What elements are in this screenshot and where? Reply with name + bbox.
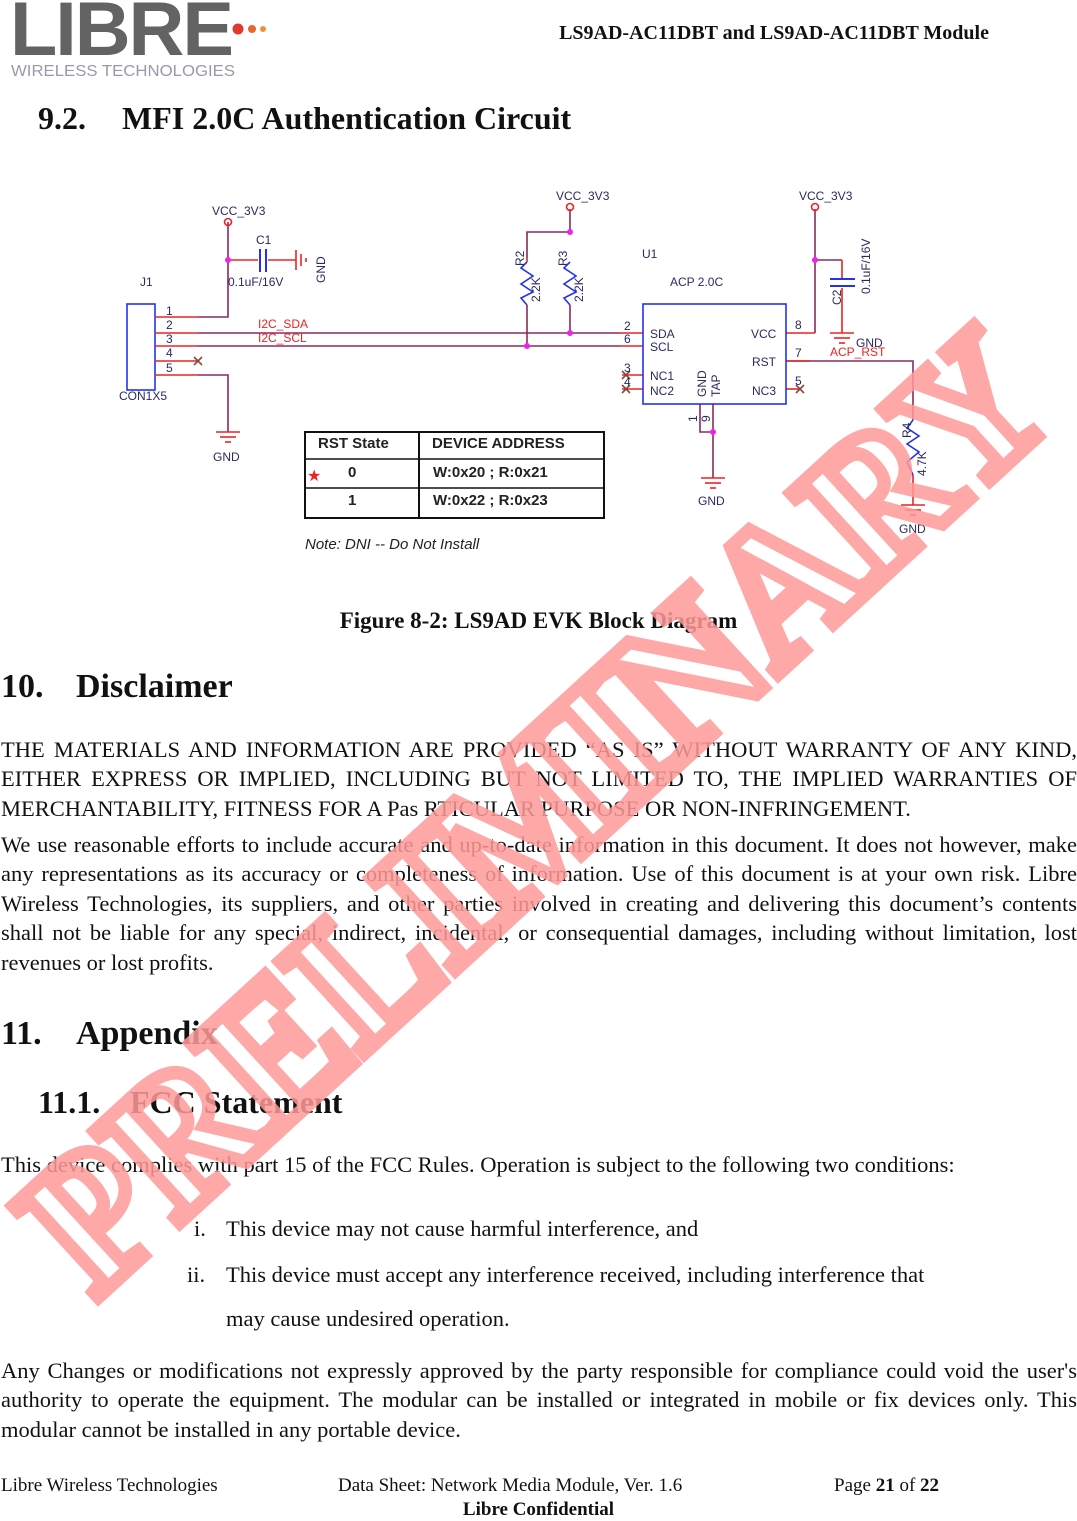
gnd-label: GND bbox=[698, 494, 725, 508]
section-number: 11. bbox=[1, 1015, 42, 1052]
pin-number: 2 bbox=[166, 318, 173, 332]
company-logo: LIBRE WIRELESS TECHNOLOGIES bbox=[10, 0, 270, 80]
gnd-label: GND bbox=[213, 450, 240, 464]
page-of: of bbox=[899, 1475, 916, 1496]
r2-value: 2.2K bbox=[529, 277, 543, 302]
list-item: This device must accept any interference… bbox=[226, 1262, 925, 1287]
r2-label: R2 bbox=[513, 250, 527, 266]
r3-label: R3 bbox=[556, 250, 570, 266]
r4-label: R4 bbox=[900, 422, 914, 438]
document-title: LS9AD-AC11DBT and LS9AD-AC11DBT Module bbox=[559, 22, 989, 44]
pin-number: 3 bbox=[624, 361, 631, 375]
pin-label: NC3 bbox=[752, 384, 776, 398]
pin-number: 2 bbox=[624, 319, 631, 333]
pin-number: 1 bbox=[166, 304, 173, 318]
table-cell: 1 bbox=[348, 492, 356, 509]
pin-number: 1 bbox=[686, 415, 700, 422]
j1-label: J1 bbox=[140, 275, 153, 289]
current-page: 21 bbox=[875, 1475, 895, 1496]
vcc-label: VCC_3V3 bbox=[556, 189, 610, 203]
pin-label: NC2 bbox=[650, 384, 674, 398]
pin-number: 4 bbox=[166, 346, 173, 360]
pin-number: 4 bbox=[624, 375, 631, 389]
gnd-label: GND bbox=[856, 336, 883, 350]
pin-label: NC1 bbox=[650, 369, 674, 383]
section-number: 10. bbox=[1, 668, 44, 705]
table-cell: 0 bbox=[348, 464, 356, 481]
figure-caption: Figure 8-2: LS9AD EVK Block Diagram bbox=[339, 608, 738, 633]
section-heading: 10. Disclaimer bbox=[1, 668, 233, 706]
list-marker: i. bbox=[194, 1216, 206, 1241]
list-marker: ii. bbox=[187, 1262, 206, 1287]
table-header: DEVICE ADDRESS bbox=[432, 435, 565, 452]
section-title: Appendix bbox=[76, 1015, 218, 1052]
net-label-sda: I2C_SDA bbox=[258, 317, 308, 331]
pin-label: RST bbox=[752, 355, 777, 369]
table-header: RST State bbox=[318, 435, 389, 452]
c1-label: C1 bbox=[256, 233, 272, 247]
pin-number: 6 bbox=[624, 332, 631, 346]
u1-part: ACP 2.0C bbox=[670, 275, 723, 289]
section-title: MFI 2.0C Authentication Circuit bbox=[122, 100, 572, 136]
r3-value: 2.2K bbox=[572, 277, 586, 302]
section-heading: 11. Appendix bbox=[1, 1015, 218, 1053]
pin-number: 8 bbox=[795, 318, 802, 332]
section-heading: 9.2. MFI 2.0C Authentication Circuit bbox=[38, 100, 571, 137]
fcc-intro: This device complies with part 15 of the… bbox=[1, 1152, 955, 1177]
footer-company: Libre Wireless Technologies bbox=[1, 1475, 218, 1496]
confidential-label: Libre Confidential bbox=[462, 1499, 615, 1520]
pin-label: SDA bbox=[650, 327, 675, 341]
c2-value: 0.1uF/16V bbox=[859, 239, 873, 294]
fcc-closing: Any Changes or modifications not express… bbox=[1, 1358, 1077, 1442]
gnd-label: GND bbox=[314, 256, 328, 283]
pin-label: SCL bbox=[650, 340, 674, 354]
disclaimer-paragraph: We use reasonable efforts to include acc… bbox=[1, 832, 1077, 975]
net-label-scl: I2C_SCL bbox=[258, 331, 307, 345]
disclaimer-paragraph: THE MATERIALS AND INFORMATION ARE PROVID… bbox=[1, 737, 1077, 821]
pin-number: 3 bbox=[166, 332, 173, 346]
total-pages: 22 bbox=[920, 1475, 940, 1496]
table-cell: W:0x22 ; R:0x23 bbox=[433, 492, 548, 509]
r4-value: 4.7K bbox=[915, 451, 929, 476]
schematic-note: Note: DNI -- Do Not Install bbox=[305, 536, 480, 553]
c2-label: C2 bbox=[830, 289, 844, 305]
svg-text:WIRELESS TECHNOLOGIES: WIRELESS TECHNOLOGIES bbox=[11, 63, 235, 80]
j1-connector bbox=[126, 303, 156, 391]
table-cell: W:0x20 ; R:0x21 bbox=[433, 464, 548, 481]
pin-label: GND bbox=[695, 370, 709, 397]
pin-number: 5 bbox=[795, 374, 802, 388]
list-item-continuation: may cause undesired operation. bbox=[226, 1306, 510, 1331]
pin-label: TAP bbox=[709, 375, 723, 397]
u1-chip bbox=[642, 303, 787, 405]
star-marker: ★ bbox=[307, 468, 321, 485]
page-prefix: Page bbox=[834, 1475, 871, 1496]
gnd-label: GND bbox=[899, 522, 926, 536]
schematic-diagram: J1 CON1X5 1 2 3 4 5 VCC_3V3 VCC_3V3 VCC_… bbox=[119, 189, 929, 553]
net-label-rst: ACP_RST bbox=[830, 345, 886, 359]
section-title: FCC Statement bbox=[130, 1084, 343, 1120]
u1-label: U1 bbox=[642, 247, 658, 261]
section-heading: 11.1. FCC Statement bbox=[38, 1084, 342, 1121]
pin-number: 9 bbox=[699, 415, 713, 422]
footer-document: Data Sheet: Network Media Module, Ver. 1… bbox=[338, 1475, 683, 1496]
pin-number: 5 bbox=[166, 361, 173, 375]
section-title: Disclaimer bbox=[76, 668, 233, 705]
pin-label: VCC bbox=[751, 327, 777, 341]
pin-number: 7 bbox=[795, 346, 802, 360]
list-item: This device may not cause harmful interf… bbox=[226, 1216, 699, 1241]
vcc-label: VCC_3V3 bbox=[212, 204, 266, 218]
svg-text:LIBRE: LIBRE bbox=[10, 0, 232, 72]
page-number: Page 21 of 22 bbox=[834, 1475, 939, 1497]
j1-part: CON1X5 bbox=[119, 389, 167, 403]
section-number: 9.2. bbox=[38, 100, 86, 136]
c1-value: 0.1uF/16V bbox=[228, 275, 283, 289]
section-number: 11.1. bbox=[38, 1084, 101, 1120]
vcc-label: VCC_3V3 bbox=[799, 189, 853, 203]
